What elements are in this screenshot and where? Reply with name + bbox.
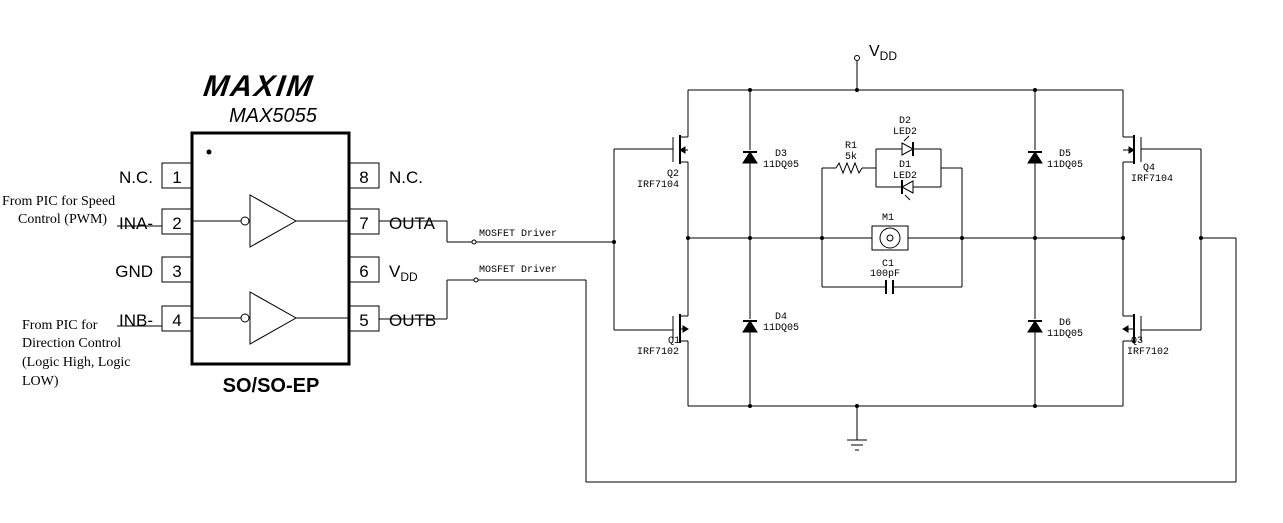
ground-symbol xyxy=(847,404,867,451)
q3-part: IRF7102 xyxy=(1127,347,1169,358)
q2-part: IRF7104 xyxy=(637,180,679,191)
c1-ref: C1 xyxy=(882,259,894,270)
d3-part: 11DQ05 xyxy=(763,160,799,171)
mosfet-driver-a-label: MOSFET Driver xyxy=(479,228,557,240)
pin-1-number: 1 xyxy=(172,168,181,187)
pin-4-name: INB- xyxy=(119,311,153,330)
mosfet-q4 xyxy=(1123,135,1142,164)
pin-2-name: INA- xyxy=(119,214,153,233)
q2-ref: Q2 xyxy=(667,169,679,180)
ic-package: SO/SO-EP xyxy=(223,375,320,397)
motor-m1 xyxy=(871,225,909,251)
q4-part: IRF7104 xyxy=(1131,174,1173,185)
capacitor-c1 xyxy=(821,238,963,294)
pin-3-name: GND xyxy=(115,262,153,281)
mosfet-driver-b-label: MOSFET Driver xyxy=(479,264,557,276)
c1-value: 100pF xyxy=(870,269,900,280)
inverting-driver-a xyxy=(192,194,349,248)
vdd-label: VDD xyxy=(869,43,897,63)
pin-8-name: N.C. xyxy=(389,168,423,187)
d3-ref: D3 xyxy=(775,149,787,160)
d5-part: 11DQ05 xyxy=(1047,160,1083,171)
pic-direction-note-line2: Direction Control xyxy=(22,336,121,351)
ic-part-number: MAX5055 xyxy=(229,105,318,127)
q4-ref: Q4 xyxy=(1143,163,1155,174)
d2-part: LED2 xyxy=(893,127,917,138)
pin-6-box xyxy=(348,256,380,283)
pin-6-number: 6 xyxy=(359,262,368,281)
pic-direction-note-line1: From PIC for xyxy=(22,318,98,333)
pin-2-number: 2 xyxy=(172,214,181,233)
diode-d4 xyxy=(742,238,758,406)
outa-wire xyxy=(379,220,614,245)
pin-1-box xyxy=(161,162,193,189)
mosfet-q2 xyxy=(672,135,688,164)
q1-part: IRF7102 xyxy=(637,347,679,358)
pic-direction-note-line4: LOW) xyxy=(22,374,59,389)
pin1-dot xyxy=(206,149,212,155)
pin-6-name: VDD xyxy=(389,262,418,284)
diode-d3 xyxy=(742,90,758,238)
led-network xyxy=(875,135,963,238)
pin-7-number: 7 xyxy=(359,214,368,233)
d6-ref: D6 xyxy=(1059,318,1071,329)
d4-ref: D4 xyxy=(775,312,787,323)
q1-ref: Q1 xyxy=(668,336,680,347)
maxim-logo: MAXIM xyxy=(202,70,317,103)
d1-ref: D1 xyxy=(899,160,911,171)
d1-part: LED2 xyxy=(893,171,917,182)
pic-speed-note-line2: Control (PWM) xyxy=(18,212,107,227)
d4-part: 11DQ05 xyxy=(763,323,799,334)
mosfet-q3 xyxy=(1122,314,1142,343)
d2-ref: D2 xyxy=(899,116,911,127)
d5-ref: D5 xyxy=(1059,149,1071,160)
vdd-supply xyxy=(854,55,860,92)
diode-d6 xyxy=(1027,238,1043,406)
pin-8-box xyxy=(348,162,380,189)
outb-wire xyxy=(379,237,1237,483)
r1-value: 5k xyxy=(845,151,857,163)
pin-7-name: OUTA xyxy=(389,214,436,233)
pic-direction-note-line3: (Logic High, Logic xyxy=(22,355,130,370)
pin-1-name: N.C. xyxy=(119,168,153,187)
diode-d5 xyxy=(1027,90,1043,238)
r1-ref: R1 xyxy=(845,141,857,152)
pin-3-box xyxy=(161,256,193,283)
d6-part: 11DQ05 xyxy=(1047,329,1083,340)
inverting-driver-b xyxy=(192,291,349,345)
mosfet-q1 xyxy=(672,314,689,343)
m1-ref: M1 xyxy=(882,213,894,224)
pin-5-name: OUTB xyxy=(389,311,436,330)
resistor-r1 xyxy=(821,161,876,238)
pin-4-number: 4 xyxy=(172,311,181,330)
pin-3-number: 3 xyxy=(172,262,181,281)
pin-8-number: 8 xyxy=(359,168,368,187)
q3-ref: Q3 xyxy=(1131,336,1143,347)
pin-5-number: 5 xyxy=(359,311,368,330)
max5055-chip xyxy=(161,131,380,366)
pic-speed-note-line1: From PIC for Speed xyxy=(2,194,115,209)
